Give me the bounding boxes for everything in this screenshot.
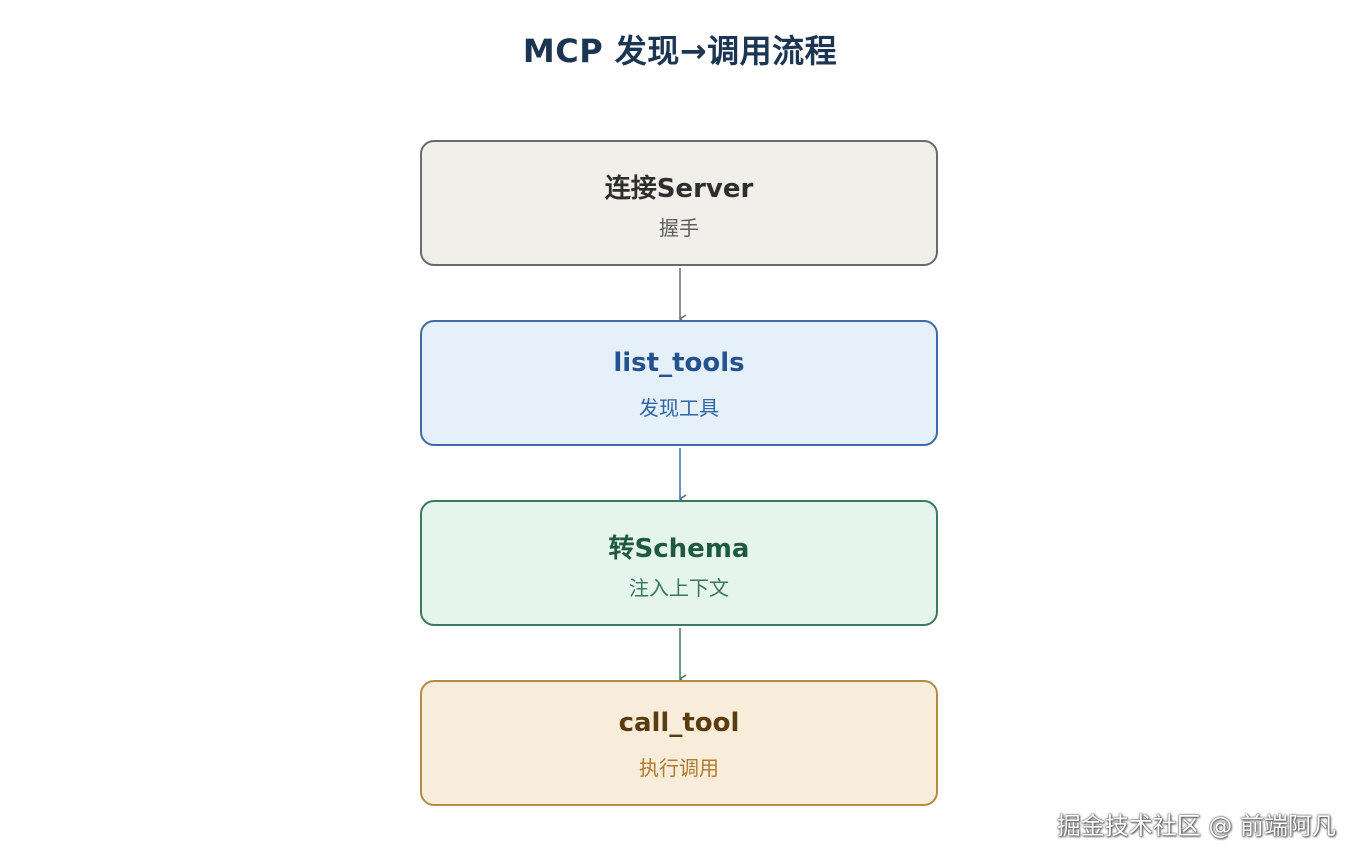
step-subtitle: 发现工具 xyxy=(639,396,719,420)
step-subtitle: 执行调用 xyxy=(639,756,719,780)
step-list-tools: list_tools 发现工具 xyxy=(420,320,938,446)
step-title: 连接Server xyxy=(604,174,754,204)
diagram-title: MCP 发现→调用流程 xyxy=(522,32,838,70)
step-connect-server: 连接Server 握手 xyxy=(420,140,938,266)
step-title: list_tools xyxy=(613,348,745,378)
step-call-tool: call_tool 执行调用 xyxy=(420,680,938,806)
watermark: 掘金技术社区 @ 前端阿凡 xyxy=(1056,812,1336,840)
step-convert-schema: 转Schema 注入上下文 xyxy=(420,500,938,626)
step-subtitle: 握手 xyxy=(659,216,699,240)
step-subtitle: 注入上下文 xyxy=(629,576,729,600)
step-title: call_tool xyxy=(618,708,740,738)
step-title: 转Schema xyxy=(608,534,750,564)
